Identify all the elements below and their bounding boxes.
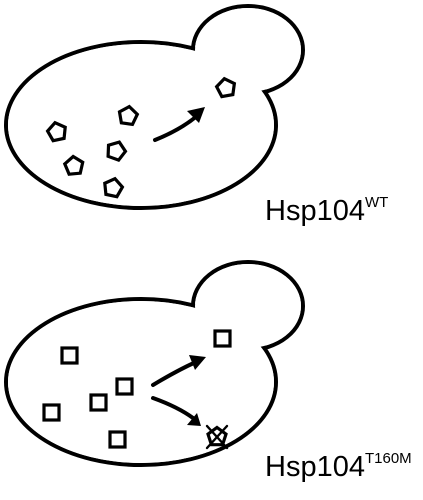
wt-panel: [4, 4, 305, 210]
mutant-mother-aggregates: [42, 346, 134, 449]
wt-label-superscript: WT: [364, 194, 389, 211]
curved-arrow-icon: [151, 355, 206, 387]
curved-arrow-icon: [153, 107, 205, 142]
mutant-bud-aggregate: [213, 329, 232, 348]
crossed-pentagon-icon: [205, 424, 229, 450]
mutant-cell-interior: [8, 301, 274, 463]
mutant-yeast-cell: [4, 260, 305, 467]
wt-strain-label: Hsp104WT: [265, 194, 389, 227]
wt-yeast-cell: [4, 4, 305, 210]
mutant-panel: [4, 260, 305, 467]
wt-label-main: Hsp104: [265, 195, 365, 227]
wt-cell-interior: [8, 44, 274, 206]
wt-bud-interior: [195, 8, 301, 92]
mutant-bud-interior: [195, 264, 301, 348]
mutant-aggregate: [115, 377, 134, 396]
curved-arrow-icon: [151, 396, 201, 426]
mutant-bud-aggregates: [213, 329, 232, 348]
mutant-aggregate: [108, 430, 127, 449]
mutant-aggregate: [89, 393, 108, 412]
mutant-aggregate: [60, 346, 79, 365]
mutant-strain-label: Hsp104T160M: [265, 450, 412, 483]
mutant-aggregate: [42, 403, 61, 422]
mutant-label-superscript: T160M: [364, 450, 412, 467]
mutant-label-main: Hsp104: [265, 451, 365, 483]
